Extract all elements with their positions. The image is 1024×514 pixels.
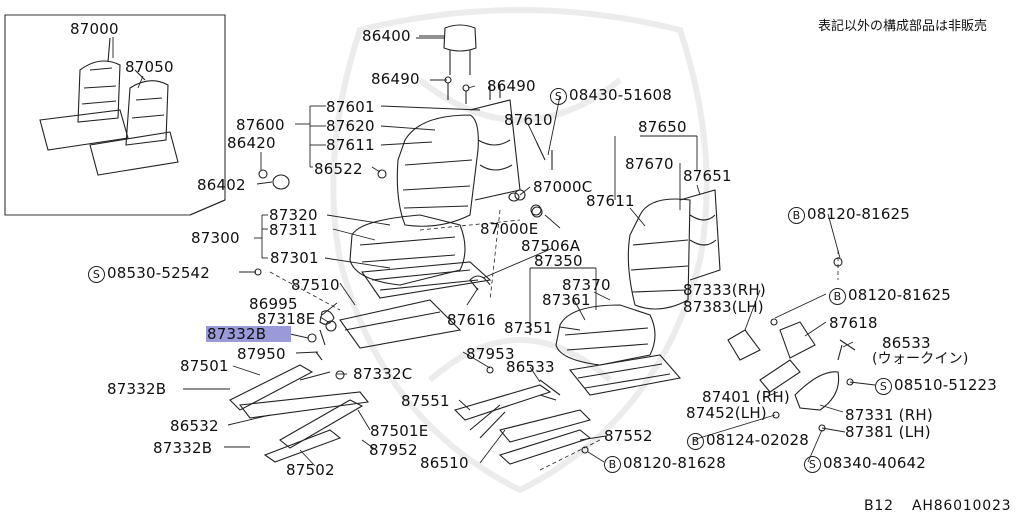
part-87953[interactable]: 87953	[466, 345, 515, 363]
inset-box	[5, 15, 225, 215]
part-87332b-bottom[interactable]: 87332B	[153, 439, 213, 457]
right-seatback-illustration	[628, 190, 720, 309]
part-87651[interactable]: 87651	[683, 167, 732, 185]
part-86533-center[interactable]: 86533	[506, 358, 555, 376]
part-87401-rh[interactable]: 87401 (RH)	[702, 388, 790, 406]
part-code: 08340-40642	[823, 454, 927, 472]
small-parts-illustration	[255, 170, 588, 453]
s-circle-icon: S	[550, 88, 567, 105]
part-86402[interactable]: 86402	[197, 176, 246, 194]
footer-page: B12	[864, 498, 894, 514]
part-87333-rh[interactable]: 87333(RH)	[683, 281, 766, 299]
part-87952[interactable]: 87952	[369, 441, 418, 459]
leader-lines	[113, 36, 875, 466]
part-87601[interactable]: 87601	[326, 98, 375, 116]
part-87502[interactable]: 87502	[286, 461, 335, 479]
part-87332b-highlighted[interactable]: 87332B	[206, 326, 291, 342]
part-87510[interactable]: 87510	[291, 276, 340, 294]
part-87950[interactable]: 87950	[237, 345, 286, 363]
part-86510[interactable]: 86510	[420, 454, 469, 472]
part-87350[interactable]: 87350	[534, 252, 583, 270]
part-87610[interactable]: 87610	[504, 111, 553, 129]
part-86400[interactable]: 86400	[362, 27, 411, 45]
part-86995[interactable]: 86995	[249, 295, 298, 313]
part-87300[interactable]: 87300	[191, 229, 240, 247]
part-87618[interactable]: 87618	[829, 314, 878, 332]
s-circle-icon: S	[875, 378, 892, 395]
part-87670[interactable]: 87670	[625, 155, 674, 173]
part-87650[interactable]: 87650	[638, 118, 687, 136]
part-86490-right[interactable]: 86490	[487, 77, 536, 95]
b-circle-icon: B	[687, 433, 704, 450]
part-code: 08124-02028	[706, 431, 810, 449]
part-87318e[interactable]: 87318E	[257, 310, 316, 328]
part-87551[interactable]: 87551	[401, 392, 450, 410]
part-87620[interactable]: 87620	[326, 117, 375, 135]
inset-seat-illustration	[40, 38, 178, 175]
part-87000[interactable]: 87000	[70, 20, 119, 38]
part-87332c[interactable]: 87332C	[353, 365, 413, 383]
part-87611-right[interactable]: 87611	[586, 192, 635, 210]
part-87611-left[interactable]: 87611	[326, 136, 375, 154]
part-87506a[interactable]: 87506A	[521, 237, 581, 255]
part-code: 08530-52542	[107, 264, 211, 282]
part-87000e[interactable]: 87000E	[480, 220, 539, 238]
right-cushion-illustration	[455, 305, 680, 464]
footer-code: AH86010023	[912, 498, 1012, 514]
part-87370[interactable]: 87370	[562, 276, 611, 294]
b-circle-icon: B	[829, 288, 846, 305]
part-87501e[interactable]: 87501E	[370, 422, 429, 440]
b-circle-icon: B	[604, 456, 621, 473]
part-87361[interactable]: 87361	[542, 291, 591, 309]
part-walkin-note: (ウォークイン)	[872, 351, 969, 367]
part-87381-lh[interactable]: 87381 (LH)	[845, 423, 931, 441]
left-cushion-illustration	[350, 215, 490, 298]
dashed-guides	[270, 210, 838, 470]
part-code: 08120-81628	[623, 454, 727, 472]
headrest-illustration	[416, 25, 476, 104]
part-86420[interactable]: 86420	[227, 134, 276, 152]
part-86522[interactable]: 86522	[314, 160, 363, 178]
part-87600[interactable]: 87600	[236, 116, 285, 134]
s-circle-icon: S	[88, 266, 105, 283]
part-code: 08430-51608	[569, 86, 673, 104]
note-not-sold: 表記以外の構成部品は非販売	[818, 19, 988, 34]
part-86532[interactable]: 86532	[170, 417, 219, 435]
part-87452-lh[interactable]: 87452(LH)	[686, 404, 767, 422]
part-87000c[interactable]: 87000C	[533, 178, 593, 196]
part-87351[interactable]: 87351	[504, 319, 553, 337]
part-87616[interactable]: 87616	[447, 311, 496, 329]
right-side-parts-illustration	[728, 258, 855, 431]
part-code: 08120-81625	[807, 205, 911, 223]
left-seatback-illustration	[397, 85, 552, 226]
part-87501[interactable]: 87501	[180, 357, 229, 375]
left-rail-illustration	[230, 300, 460, 462]
part-86490-left[interactable]: 86490	[371, 70, 420, 88]
part-87301[interactable]: 87301	[270, 249, 319, 267]
part-87332b-left[interactable]: 87332B	[107, 380, 167, 398]
part-87311[interactable]: 87311	[269, 221, 318, 239]
part-code: 08120-81625	[848, 286, 952, 304]
part-87320[interactable]: 87320	[269, 206, 318, 224]
part-87552[interactable]: 87552	[604, 427, 653, 445]
part-87050[interactable]: 87050	[125, 58, 174, 76]
part-code: 08510-51223	[894, 376, 998, 394]
b-circle-icon: B	[788, 207, 805, 224]
part-86533-right[interactable]: 86533	[882, 334, 931, 352]
part-87383-lh[interactable]: 87383(LH)	[683, 298, 764, 316]
s-circle-icon: S	[804, 456, 821, 473]
part-87331-rh[interactable]: 87331 (RH)	[845, 406, 933, 424]
